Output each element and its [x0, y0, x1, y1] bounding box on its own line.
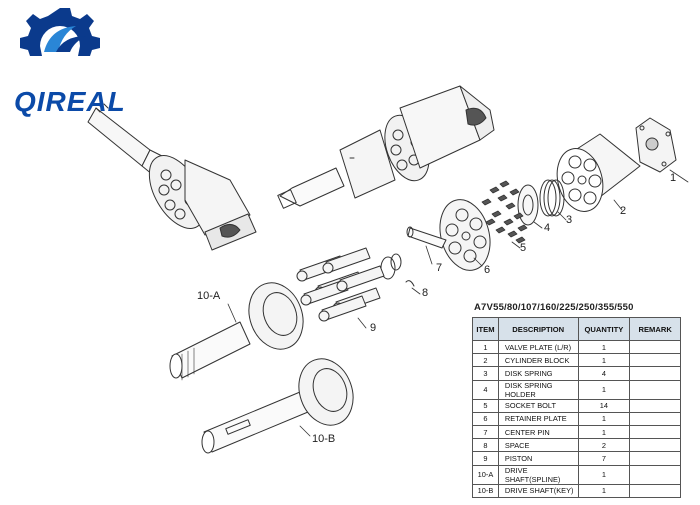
cell-remark: [629, 483, 681, 498]
cell-item: 3: [472, 366, 499, 381]
cell-item: 6: [472, 411, 499, 426]
part-4-disk-spring-holder: [517, 184, 543, 229]
cell-item: 8: [472, 438, 499, 453]
part-1-valve-plate: [635, 117, 689, 183]
cell-remark: [629, 379, 681, 400]
callout-6: 6: [484, 264, 491, 276]
cell-description: CYLINDER BLOCK: [497, 353, 579, 368]
cell-quantity: 14: [577, 398, 631, 413]
callout-8: 8: [422, 287, 429, 299]
part-6-retainer-plate: [439, 199, 491, 271]
cell-item: 10-B: [472, 483, 499, 498]
logo-gear-icon: [20, 8, 100, 56]
part-10b-drive-shaft-key: [201, 358, 354, 454]
cell-quantity: 1: [577, 353, 631, 368]
cell-quantity: 2: [577, 438, 631, 453]
cell-quantity: 1: [577, 411, 631, 426]
part-5-socket-bolts: [481, 180, 528, 249]
brand-logo-text: QIREAL: [14, 86, 126, 117]
cell-item: 7: [472, 424, 499, 440]
cell-quantity: 7: [577, 451, 631, 466]
callout-7: 7: [436, 262, 443, 274]
callout-5: 5: [520, 242, 527, 254]
parts-table-header: ITEM DESCRIPTION QUANTITY REMARK: [472, 317, 681, 341]
part-3-disk-spring: [539, 179, 567, 221]
header-item: ITEM: [472, 317, 499, 341]
cell-remark: [629, 339, 681, 355]
cell-remark: [629, 438, 681, 453]
cell-quantity: 1: [577, 424, 631, 440]
cell-remark: [629, 464, 681, 485]
cell-quantity: 1: [577, 483, 631, 498]
cell-item: 10-A: [472, 464, 499, 485]
callout-2: 2: [620, 205, 627, 217]
header-description: DESCRIPTION: [497, 317, 579, 341]
part-9-pistons: [296, 247, 385, 329]
cell-description: DISK SPRING: [497, 366, 579, 381]
cell-remark: [629, 398, 681, 413]
cell-remark: [629, 424, 681, 440]
cell-item: 1: [472, 339, 499, 355]
cell-item: 2: [472, 353, 499, 368]
cell-description: SOCKET BOLT: [497, 398, 579, 413]
cell-item: 4: [472, 379, 499, 400]
cell-description: DISK SPRING HOLDER: [497, 379, 579, 400]
assembled-pump-left: [87, 103, 257, 251]
cell-quantity: 1: [577, 339, 631, 355]
cell-description: PISTON: [497, 451, 579, 466]
cell-description: CENTER PIN: [497, 424, 579, 440]
cell-remark: [629, 451, 681, 466]
model-title: A7V55/80/107/160/225/250/355/550: [474, 302, 634, 313]
cell-remark: [629, 366, 681, 381]
part-7-center-pin: [406, 226, 447, 265]
callout-4: 4: [544, 222, 551, 234]
cell-quantity: 1: [577, 464, 631, 485]
part-10a-drive-shaft-spline: [169, 282, 304, 381]
callout-3: 3: [566, 214, 573, 226]
cell-item: 9: [472, 451, 499, 466]
part-2-cylinder-block: [556, 133, 641, 212]
cell-description: RETAINER PLATE: [497, 411, 579, 426]
cell-description: SPACE: [497, 438, 579, 453]
callout-10b: 10-B: [312, 433, 336, 445]
cell-description: DRIVE SHAFT(KEY): [497, 483, 579, 498]
header-quantity: QUANTITY: [577, 317, 631, 341]
header-remark: REMARK: [629, 317, 681, 341]
cell-quantity: 4: [577, 366, 631, 381]
cell-description: VALVE PLATE (L/R): [497, 339, 579, 355]
callout-1: 1: [670, 172, 677, 184]
cell-remark: [629, 353, 681, 368]
assembled-pump-right: [277, 85, 495, 209]
callout-9: 9: [370, 322, 377, 334]
callout-10a: 10-A: [197, 290, 221, 302]
cell-remark: [629, 411, 681, 426]
cell-quantity: 1: [577, 379, 631, 400]
cell-item: 5: [472, 398, 499, 413]
part-8-space: [380, 253, 421, 295]
cell-description: DRIVE SHAFT(SPLINE): [497, 464, 579, 485]
